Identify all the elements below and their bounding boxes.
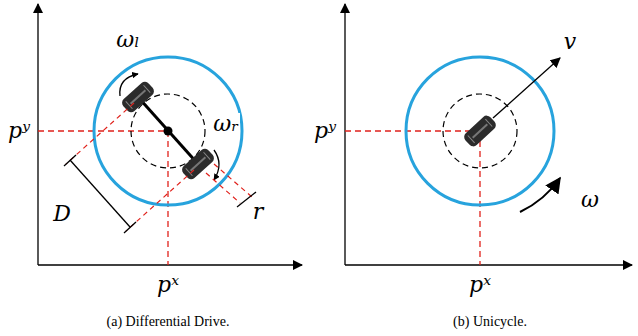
velocity-label: v	[563, 31, 577, 53]
guide-line	[167, 131, 168, 265]
axis-label: pˣ	[156, 274, 180, 296]
inner-circle	[131, 94, 205, 168]
y-axis	[344, 4, 345, 265]
wheel	[462, 114, 498, 149]
dimension-label: r	[252, 201, 265, 223]
panel-a	[38, 4, 302, 265]
axle	[138, 97, 198, 164]
angular-speed-label: ωᵣ	[212, 113, 240, 135]
dimension-tick	[124, 222, 136, 233]
left-wheel	[120, 80, 156, 115]
velocity-arrow	[493, 58, 560, 118]
axis-label: pʸ	[313, 120, 337, 142]
right-wheel	[180, 147, 216, 182]
axis-label: pˣ	[468, 274, 492, 296]
axis-label: pʸ	[7, 120, 31, 142]
extension-line	[66, 103, 134, 164]
dimension-label: D	[52, 203, 72, 225]
extension-line	[206, 173, 240, 203]
guide-line	[345, 130, 480, 131]
rotation-arrow	[120, 74, 138, 96]
y-axis	[37, 4, 38, 265]
robot-body	[406, 57, 554, 205]
dimension-tick	[64, 155, 76, 166]
panel-b	[345, 4, 632, 265]
dimension-line	[70, 160, 130, 227]
inner-circle	[443, 94, 517, 168]
caption: (b) Unicycle.	[453, 315, 527, 329]
angular-speed-label: ωₗ	[115, 29, 140, 51]
center-dot	[164, 127, 173, 136]
guide-line	[38, 130, 168, 131]
caption: (a) Differential Drive.	[107, 315, 230, 329]
angular-speed-label: ω	[580, 189, 600, 211]
guide-line	[479, 131, 480, 265]
robot-body	[94, 57, 242, 205]
extension-line	[214, 164, 252, 197]
rotation-arrow	[520, 178, 560, 212]
extension-line	[126, 170, 194, 231]
x-axis	[345, 264, 632, 265]
x-axis	[38, 264, 302, 265]
